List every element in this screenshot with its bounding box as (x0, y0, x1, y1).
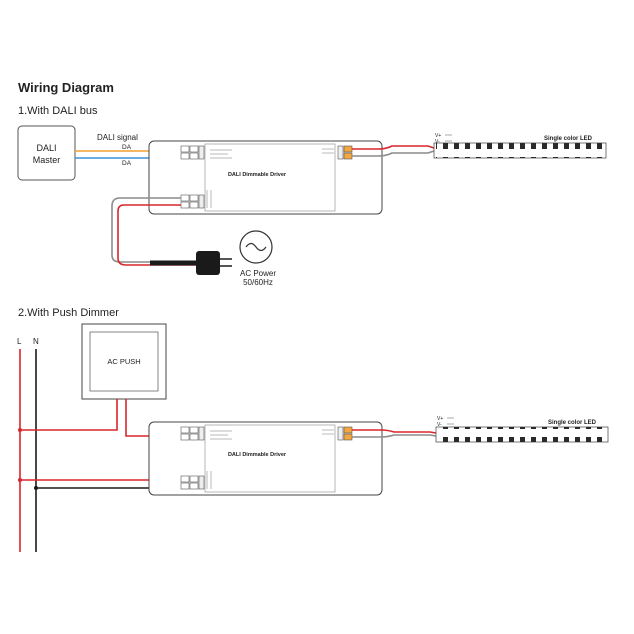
driver-2: DALI Dimmable Driver (148, 421, 383, 496)
section2-heading: 2.With Push Dimmer (18, 307, 119, 319)
led-strip-2-label: Single color LED (548, 420, 597, 426)
junction-dots (18, 428, 38, 490)
driver-2-push-terminal (180, 426, 205, 441)
ac-power-label-line2: 50/60Hz (243, 278, 273, 287)
n-label: N (33, 337, 39, 346)
driver-1-ac-terminal (180, 194, 205, 209)
led-strip-2-vminus: V- (437, 422, 442, 428)
section1-heading: 1.With DALI bus (18, 105, 98, 117)
dali-master-label-line2: Master (33, 155, 61, 165)
da-label-1: DA (122, 144, 132, 151)
ac-push-box: AC PUSH (81, 323, 167, 400)
ac-power-cord-1 (111, 197, 196, 266)
driver-1: DALI Dimmable Driver (148, 140, 383, 215)
led-strip-1: Single color LED V+ V- (433, 133, 607, 159)
driver-1-dali-terminal (180, 145, 205, 160)
ac-power-source-icon (239, 230, 273, 264)
led-strip-1-vminus: V- (435, 139, 440, 145)
page-title: Wiring Diagram (18, 80, 114, 95)
led-strip-2-vplus: V+ (437, 416, 443, 422)
ac-push-label: AC PUSH (107, 357, 140, 366)
l-label: L (17, 337, 22, 346)
mains-lines (19, 349, 37, 552)
led-strip-1-vplus: V+ (435, 133, 441, 139)
driver-2-label: DALI Dimmable Driver (228, 452, 287, 458)
dali-master-box: DALI Master (17, 125, 76, 181)
driver-1-led-wires (352, 145, 435, 157)
led-strip-1-label: Single color LED (544, 136, 593, 142)
driver-2-output-terminal (337, 426, 353, 441)
ac-power-label-line1: AC Power (240, 269, 276, 278)
dali-signal-label: DALI signal (97, 133, 138, 142)
driver-1-label: DALI Dimmable Driver (228, 172, 287, 178)
dali-master-label-line1: DALI (36, 143, 56, 153)
driver-2-ac-terminal (180, 475, 205, 490)
led-strip-2: Single color LED V+ V- (435, 416, 609, 443)
ac-plug-icon (196, 251, 232, 275)
driver-2-led-wires (352, 429, 437, 438)
da-label-2: DA (122, 160, 132, 167)
